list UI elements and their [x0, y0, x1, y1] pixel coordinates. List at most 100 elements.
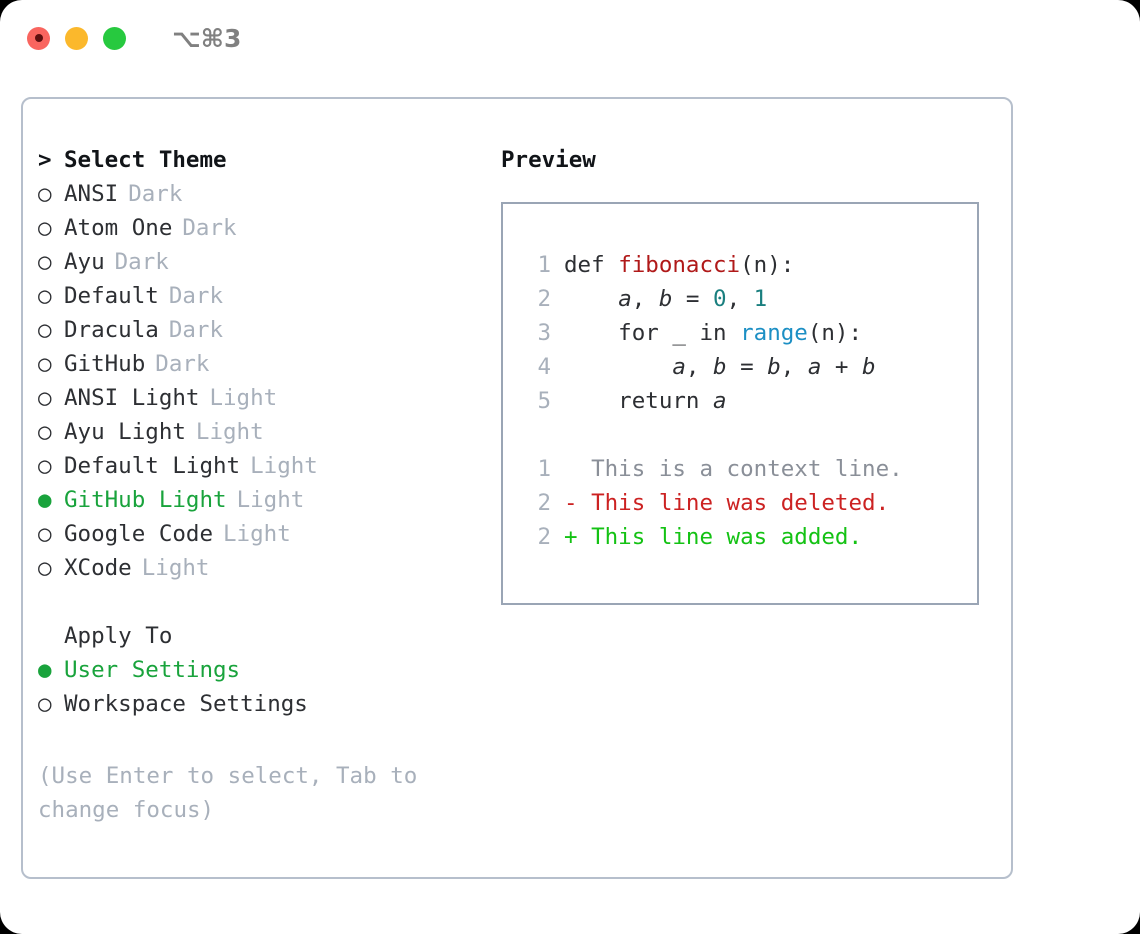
radio-unselected-icon[interactable]: ○ [38, 419, 52, 445]
diff-line-text: This line was deleted. [591, 490, 890, 516]
theme-list-item-kind: Light [223, 521, 291, 547]
code-token: a [672, 354, 686, 380]
code-line-text: a, b = 0, 1 [564, 286, 767, 312]
code-token: 1 [753, 286, 768, 312]
apply-to-list: ●User Settings○Workspace Settings [38, 657, 478, 725]
code-token: return [564, 388, 714, 414]
theme-list-item[interactable]: ○ Atom One Dark [38, 215, 478, 249]
theme-list-item-label: GitHub [64, 351, 146, 377]
code-token: a [807, 354, 822, 380]
code-token: for _ in [564, 320, 741, 346]
theme-list-item-kind: Light [236, 487, 305, 513]
theme-list-item-label: Atom One [64, 215, 173, 241]
code-token: def [564, 252, 619, 278]
code-token: b [713, 354, 727, 380]
diff-line-text: This line was added. [591, 524, 863, 550]
theme-list-item-kind: Dark [114, 249, 169, 275]
diff-line: 2 + This line was added. [525, 524, 977, 558]
apply-to-list-item[interactable]: ●User Settings [38, 657, 478, 691]
radio-selected-icon[interactable]: ● [38, 657, 52, 683]
diff-sample: 1 This is a context line. 2- This line wa… [525, 456, 977, 558]
keyboard-hint-text: (Use Enter to select, Tab to change focu… [38, 763, 431, 823]
select-theme-heading-label: Select Theme [64, 147, 227, 173]
apply-to-list-item[interactable]: ○Workspace Settings [38, 691, 478, 725]
theme-list-item-kind: Dark [168, 283, 224, 309]
code-line-number: 4 [537, 354, 551, 380]
code-token [564, 286, 618, 312]
code-line: 2 a, b = 0, 1 [525, 286, 977, 320]
code-line: 3 for _ in range(n): [525, 320, 977, 354]
radio-unselected-icon[interactable]: ○ [38, 283, 52, 309]
select-theme-heading: >Select Theme [38, 147, 478, 181]
code-line-text: def fibonacci(n): [564, 252, 794, 278]
diff-marker: - [564, 490, 592, 516]
code-line: 1 def fibonacci(n): [525, 252, 977, 286]
radio-unselected-icon[interactable]: ○ [38, 181, 52, 207]
radio-unselected-icon[interactable]: ○ [38, 215, 52, 241]
close-button-icon[interactable] [27, 26, 50, 50]
preview-spacer [525, 422, 977, 456]
code-line: 4 a, b = b, a + b [525, 354, 977, 388]
code-line-number: 5 [537, 388, 551, 414]
code-token: b [658, 286, 673, 312]
theme-list-item-kind: Dark [155, 351, 210, 377]
zoom-button-icon[interactable] [103, 26, 126, 50]
code-line-text: a, b = b, a + b [564, 354, 875, 380]
theme-list-item-kind: Dark [128, 181, 183, 207]
code-token: = [672, 286, 714, 312]
radio-unselected-icon[interactable]: ○ [38, 385, 52, 411]
radio-unselected-icon[interactable]: ○ [38, 555, 52, 581]
theme-list-item[interactable]: ○ Ayu Dark [38, 249, 478, 283]
diff-line-number: 2 [537, 524, 551, 550]
radio-unselected-icon[interactable]: ○ [38, 351, 52, 377]
theme-list-item-label: Dracula [64, 317, 159, 343]
code-token: , [780, 354, 808, 380]
code-line-number: 1 [537, 252, 551, 278]
theme-list-item[interactable]: ○ Dracula Dark [38, 317, 478, 351]
code-token: a [618, 286, 632, 312]
code-token: b [767, 354, 781, 380]
theme-list-item-label: Ayu [64, 249, 105, 275]
radio-unselected-icon[interactable]: ○ [38, 521, 52, 547]
code-token: a [713, 388, 727, 414]
code-token: , [631, 286, 659, 312]
apply-to-heading-label: Apply To [64, 623, 173, 649]
radio-selected-icon[interactable]: ● [38, 487, 52, 513]
theme-list-item-kind: Dark [182, 215, 237, 241]
code-token: fibonacci [618, 252, 741, 278]
code-token: , [726, 286, 754, 312]
diff-marker: + [564, 524, 592, 550]
code-token: (n): [740, 252, 795, 278]
theme-list-item[interactable]: ○ GitHub Dark [38, 351, 478, 385]
radio-unselected-icon[interactable]: ○ [38, 453, 52, 479]
radio-unselected-icon[interactable]: ○ [38, 691, 52, 717]
theme-list-item-kind: Dark [168, 317, 224, 343]
diff-line-number: 1 [537, 456, 551, 482]
code-token: (n): [807, 320, 863, 346]
theme-list-item-kind: Light [195, 419, 264, 445]
code-token: = [726, 354, 768, 380]
theme-list-item-kind: Light [250, 453, 318, 479]
theme-list-item-kind: Light [141, 555, 210, 581]
title-bar: ⌥⌘3 [0, 0, 1140, 76]
radio-unselected-icon[interactable]: ○ [38, 249, 52, 275]
diff-line-text: This is a context line. [591, 456, 903, 482]
radio-unselected-icon[interactable]: ○ [38, 317, 52, 343]
keyboard-shortcut-label: ⌥⌘3 [172, 23, 242, 53]
minimize-button-icon[interactable] [65, 26, 88, 50]
code-line: 5 return a [525, 388, 977, 422]
